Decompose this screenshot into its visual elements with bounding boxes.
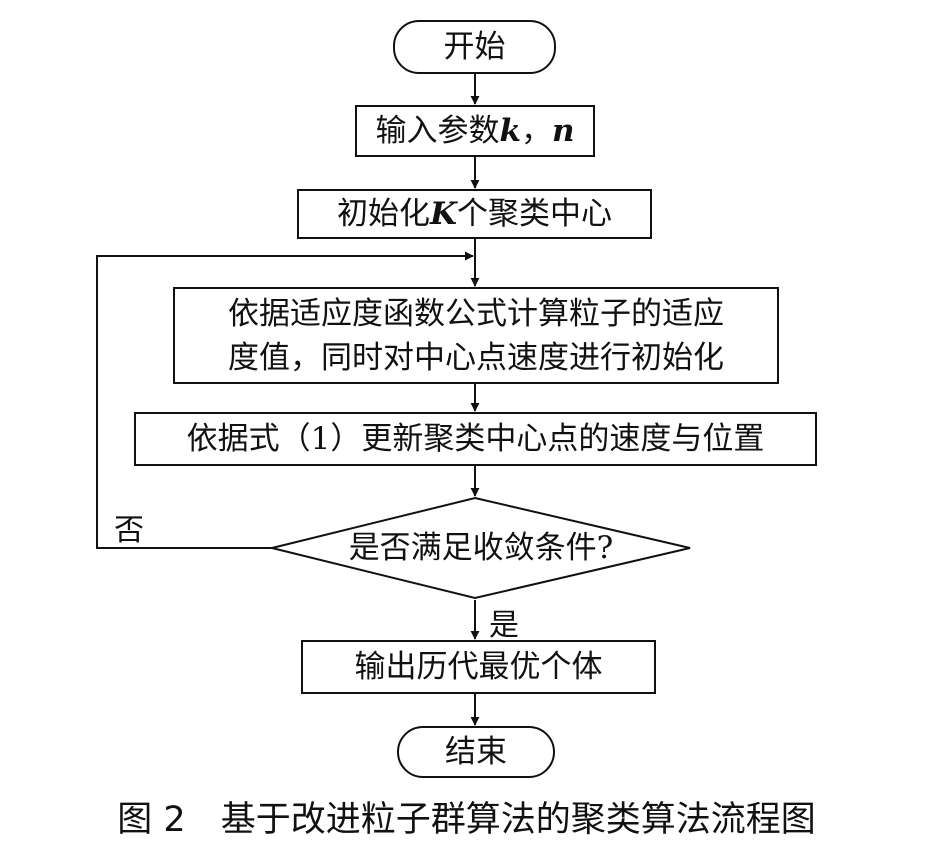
yes-branch-label: 是 xyxy=(489,608,519,643)
fitness-line-1: 依据适应度函数公式计算粒子的适应 xyxy=(228,295,724,332)
init-centers-suffix: 个聚类中心 xyxy=(456,196,612,232)
decision-label: 是否满足收敛条件? xyxy=(348,530,614,566)
update-box: 依据式（1）更新聚类中心点的速度与位置 xyxy=(134,412,817,466)
fitness-line-2: 度值，同时对中心点速度进行初始化 xyxy=(228,339,724,376)
init-centers-var-k: K xyxy=(430,196,457,232)
input-param-n: n xyxy=(551,113,575,149)
edge-decision-no-loop xyxy=(96,251,474,549)
input-param-k: k xyxy=(499,113,521,149)
init-centers-prefix: 初始化 xyxy=(337,196,431,232)
fitness-box: 依据适应度函数公式计算粒子的适应 度值，同时对中心点速度进行初始化 xyxy=(173,287,779,384)
figure-caption: 图 2 基于改进粒子群算法的聚类算法流程图 xyxy=(117,799,816,840)
no-branch-label: 否 xyxy=(114,513,144,548)
end-terminal: 结束 xyxy=(397,726,555,778)
input-params-prefix: 输入参数 xyxy=(375,113,500,149)
output-label: 输出历代最优个体 xyxy=(354,649,603,685)
input-params-text: 输入参数k，n xyxy=(375,106,574,156)
decision-diamond xyxy=(271,496,691,600)
decision-node: 是否满足收敛条件? xyxy=(272,523,690,573)
end-label: 结束 xyxy=(445,734,507,770)
output-box: 输出历代最优个体 xyxy=(301,640,656,694)
input-params-separator: ， xyxy=(520,113,552,149)
input-params-box: 输入参数k，n xyxy=(355,105,595,157)
start-label: 开始 xyxy=(443,29,506,65)
init-centers-text: 初始化K个聚类中心 xyxy=(337,189,612,239)
update-label: 依据式（1）更新聚类中心点的速度与位置 xyxy=(186,421,765,457)
start-terminal: 开始 xyxy=(393,20,556,74)
init-centers-box: 初始化K个聚类中心 xyxy=(297,189,652,239)
